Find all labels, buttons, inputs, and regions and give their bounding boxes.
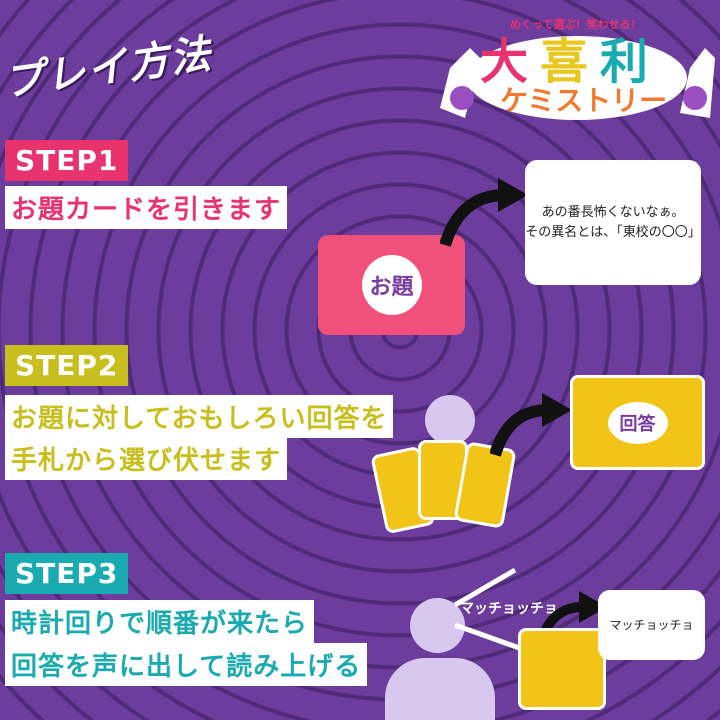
svg-text:利: 利 (600, 34, 648, 90)
topic-card: お題 (318, 235, 465, 335)
answer-card-label: 回答 (607, 401, 668, 444)
step3-label: STEP3 (5, 553, 129, 594)
step2-text-line1: お題に対しておもしろい回答を (5, 395, 394, 438)
speech-lines-icon (453, 567, 526, 653)
svg-text:めくって選ぶ！笑わせる！: めくって選ぶ！笑わせる！ (510, 17, 641, 31)
arrow-icon (440, 178, 528, 247)
step2-text-line2: 手札から選び伏せます (5, 437, 288, 480)
step3-text-line2: 回答を声に出して読み上げる (5, 643, 368, 686)
topic-text-line: あの番長怖くないなぁ。 (541, 205, 685, 220)
step1-text: お題カードを引きます (5, 186, 288, 229)
person-body (385, 658, 495, 720)
arrow-icon (490, 393, 572, 457)
topic-card-face: あの番長怖くないなぁ。 その異名とは、「東校の〇〇」 (525, 160, 701, 285)
svg-text:大: 大 (480, 34, 528, 90)
step2-label: STEP2 (5, 345, 129, 386)
hand-card (418, 440, 468, 520)
game-logo: めくって選ぶ！笑わせる！ 大 喜 利 ケミストリー (440, 17, 715, 120)
svg-text:喜: 喜 (540, 34, 588, 90)
flask-icon: お題 (361, 255, 422, 315)
answer-bubble: マッチョッチョ (598, 590, 705, 660)
person-icon (425, 395, 475, 445)
answer-card: 回答 (570, 375, 705, 470)
topic-text-line: その異名とは、「東校の〇〇」 (525, 224, 701, 240)
speech-text: マッチョッチョ (460, 601, 558, 617)
svg-text:ケミストリー: ケミストリー (500, 84, 667, 117)
answer-card (518, 628, 606, 710)
step3-text-line1: 時計回りで順番が来たら (5, 600, 315, 643)
step1-label: STEP1 (5, 140, 129, 181)
